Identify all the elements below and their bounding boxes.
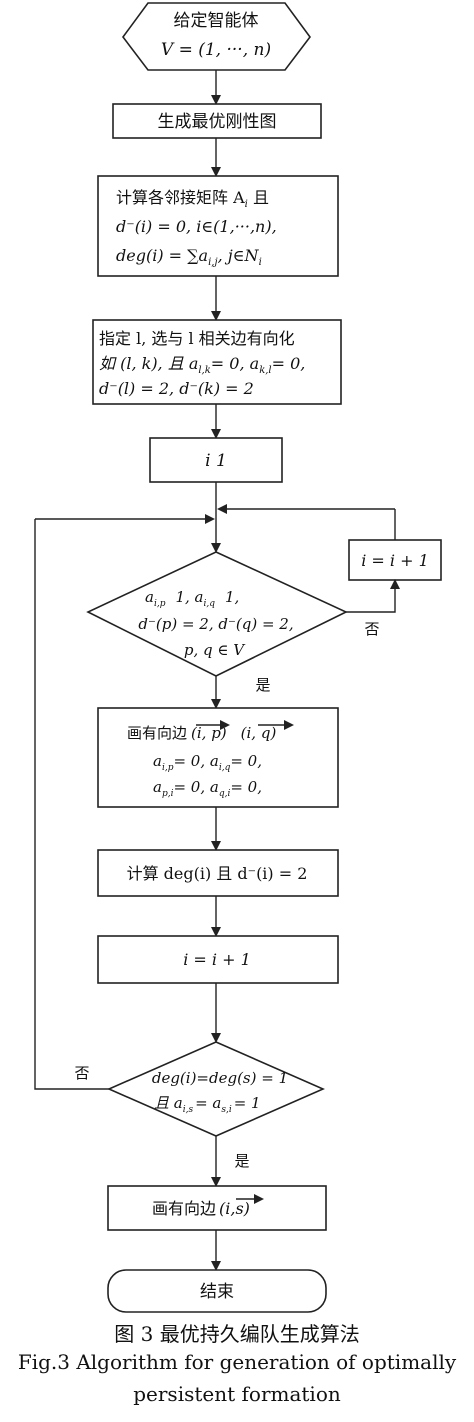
end-node: 结束 <box>107 1269 327 1313</box>
draw-edges-label-1: 画有向边(i, p)(i, q) <box>127 724 276 742</box>
figure-caption-cn: 图 3 最优持久编队生成算法 <box>114 1322 360 1346</box>
flowchart: 给定智能体 V = (1, ···, n) 生成最优刚性图 计算各邻接矩阵 Ai… <box>34 2 442 1313</box>
generate-graph-node: 生成最优刚性图 <box>112 103 322 139</box>
increment-i-node: i = i + 1 <box>348 539 442 581</box>
draw-final-edge-label: 画有向边(i,s) <box>152 1199 250 1218</box>
generate-graph-label: 生成最优刚性图 <box>158 112 277 132</box>
increment-i-2-label: i = i + 1 <box>183 950 251 969</box>
figure-caption-en-2: persistent formation <box>133 1382 341 1406</box>
init-i-node: i 1 <box>149 437 283 483</box>
assign-label-2: 如 (l, k), 且 al,k= 0, ak,l= 0, <box>99 354 305 376</box>
init-i-label: i 1 <box>205 451 227 471</box>
yes-label-1: 是 <box>255 676 270 694</box>
draw-final-edge-node: 画有向边(i,s) <box>107 1185 327 1231</box>
draw-edges-label-2: ai,p= 0, ai,q= 0, <box>153 752 262 773</box>
assign-label-3: d⁻(l) = 2, d⁻(k) = 2 <box>99 379 254 398</box>
compute-label-2: d⁻(i) = 0, i∈(1,···,n), <box>116 217 277 236</box>
compute-label-3: deg(i) = ∑ai,j, j∈Ni <box>116 246 262 268</box>
start-label-1: 给定智能体 <box>174 11 259 31</box>
draw-edges-label-3: ap,i= 0, aq,i= 0, <box>153 778 262 799</box>
compute-adjacency-node: 计算各邻接矩阵 Ai 且 d⁻(i) = 0, i∈(1,···,n), deg… <box>97 175 339 277</box>
figure-caption-en-1: Fig.3 Algorithm for generation of optima… <box>17 1350 457 1374</box>
decision-2-label-1: deg(i)=deg(s) = 1 <box>152 1069 288 1087</box>
yes-label-2: 是 <box>234 1152 249 1170</box>
decision-1-label-3: p, q ∈ V <box>184 641 246 659</box>
draw-edges-node: 画有向边(i, p)(i, q) ai,p= 0, ai,q= 0, ap,i=… <box>97 707 339 808</box>
no-label-1: 否 <box>364 620 379 638</box>
assign-node: 指定 l, 选与 l 相关边有向化 如 (l, k), 且 al,k= 0, a… <box>92 319 342 405</box>
assign-label-1: 指定 l, 选与 l 相关边有向化 <box>99 329 295 348</box>
increment-i-2-node: i = i + 1 <box>97 935 339 984</box>
increment-i-label: i = i + 1 <box>361 551 429 570</box>
start-node: 给定智能体 V = (1, ···, n) <box>122 2 311 71</box>
start-label-2: V = (1, ···, n) <box>161 40 271 60</box>
decision-2-label-2: 且 ai,s= as,i= 1 <box>154 1094 261 1115</box>
calc-deg-label: 计算 deg(i) 且 d⁻(i) = 2 <box>127 864 308 883</box>
end-label: 结束 <box>200 1282 234 1302</box>
compute-label-1: 计算各邻接矩阵 Ai 且 <box>116 188 269 210</box>
calc-deg-node: 计算 deg(i) 且 d⁻(i) = 2 <box>97 849 339 897</box>
decision-1-label-2: d⁻(p) = 2, d⁻(q) = 2, <box>138 615 293 633</box>
decision-2-node: deg(i)=deg(s) = 1 且 ai,s= as,i= 1 <box>107 1041 325 1137</box>
no-label-2: 否 <box>74 1064 89 1082</box>
